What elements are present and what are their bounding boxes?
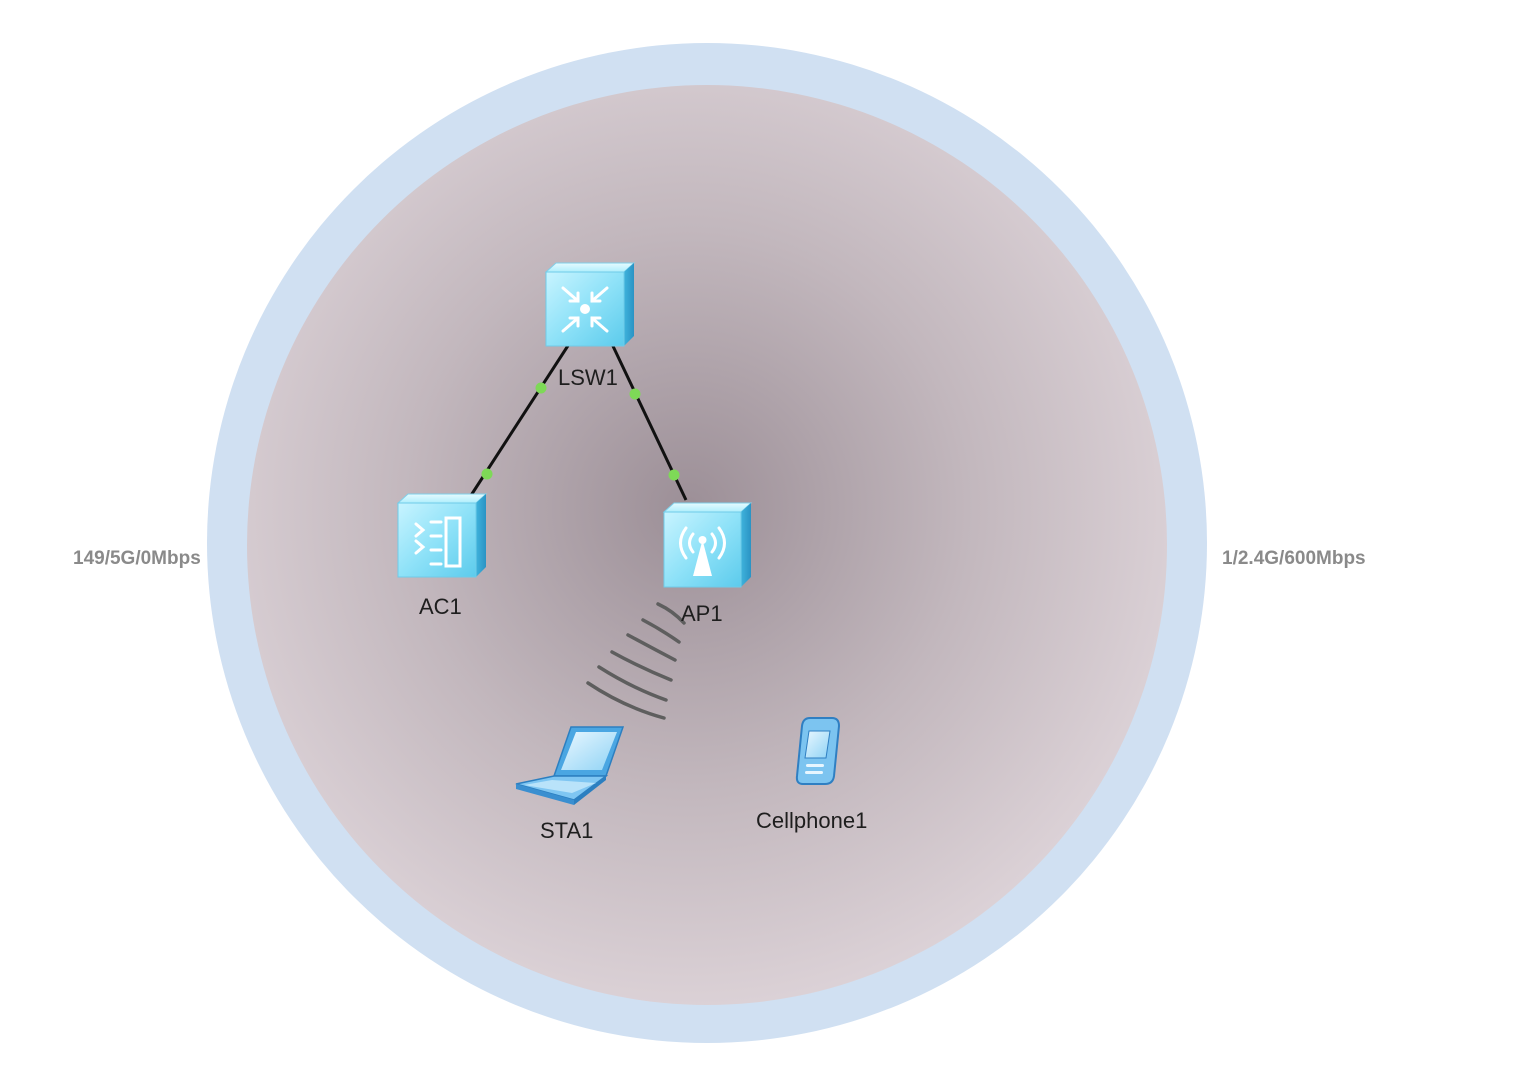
device-label-ap1: AP1 <box>681 601 723 626</box>
device-label-ac1: AC1 <box>419 594 462 619</box>
device-lsw1[interactable]: LSW1 <box>544 262 636 390</box>
device-label-lsw1: LSW1 <box>558 365 618 390</box>
switch-icon <box>544 262 636 347</box>
device-label-sta1: STA1 <box>540 818 593 843</box>
cellphone-icon <box>795 717 841 785</box>
port-indicator <box>535 382 547 394</box>
port-indicator <box>629 388 641 400</box>
link-lsw1-ac1[interactable] <box>466 340 573 501</box>
link-lsw1-ap1[interactable] <box>610 343 688 501</box>
wireless-signal-icon <box>586 602 686 720</box>
port-indicator <box>481 468 493 480</box>
device-cellphone1[interactable]: Cellphone1 <box>756 717 867 833</box>
device-ap1[interactable]: AP1 <box>662 502 753 626</box>
radio-band-label-5g: 149/5G/0Mbps <box>73 548 201 569</box>
access-controller-icon <box>396 493 488 578</box>
port-indicator <box>668 469 680 481</box>
laptop-icon <box>515 726 625 805</box>
radio-band-label-2g: 1/2.4G/600Mbps <box>1222 548 1366 569</box>
device-ac1[interactable]: AC1 <box>396 493 488 619</box>
device-sta1[interactable]: STA1 <box>515 726 625 843</box>
access-point-icon <box>662 502 753 588</box>
device-label-cellphone1: Cellphone1 <box>756 808 867 833</box>
